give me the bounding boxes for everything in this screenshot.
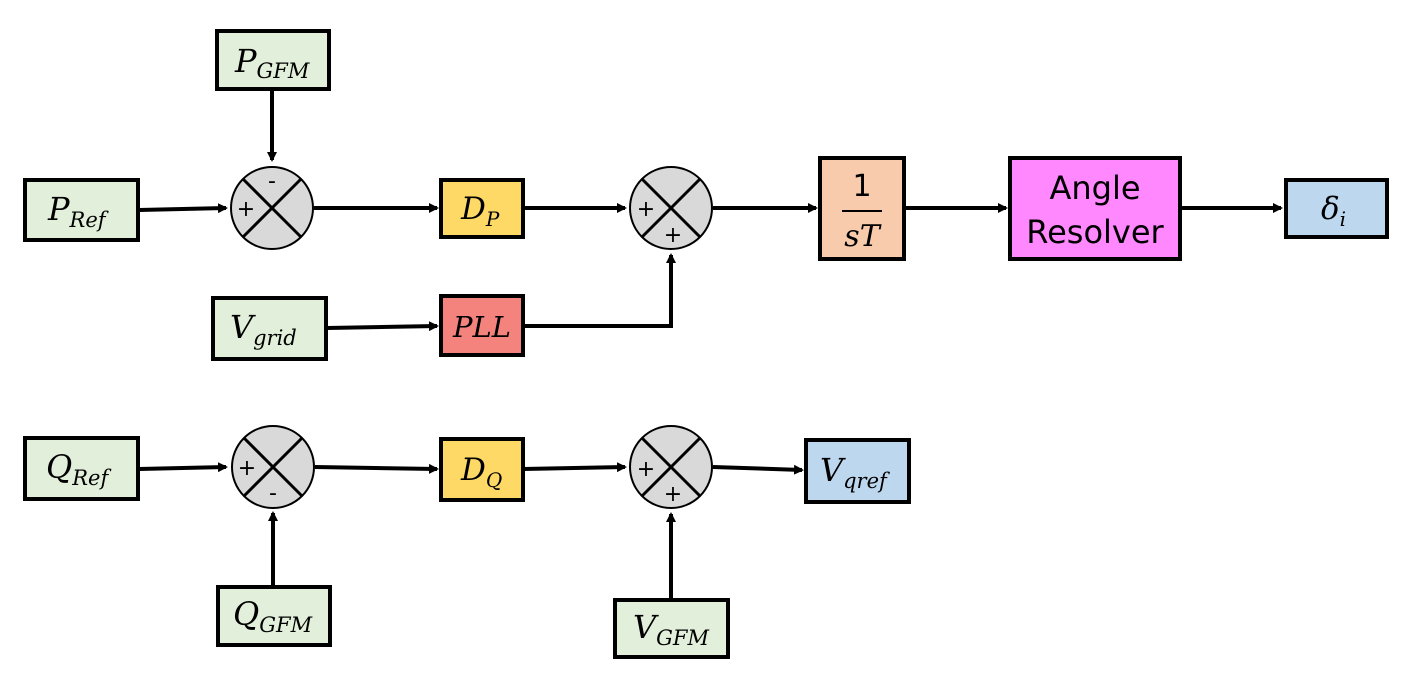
svg-text:DP: DP <box>460 191 500 231</box>
connection-wires <box>138 90 1283 598</box>
integrator-numerator: 1 <box>852 169 871 204</box>
block-v-qref: Vqref <box>804 438 911 504</box>
summer4-plus-bottom: + <box>664 482 682 507</box>
block-q-gfm: QGFM <box>216 585 332 647</box>
svg-text:Angle: Angle <box>1049 169 1140 207</box>
wire-summer3-to-dq <box>314 463 439 474</box>
block-delta-i: δi <box>1284 178 1389 239</box>
block-v-gfm: VGFM <box>613 598 730 659</box>
block-pll: PLL <box>439 294 525 357</box>
block-angle-resolver: Angle Resolver <box>1008 156 1182 261</box>
block-d-p: DP <box>439 178 525 239</box>
block-p-ref: PRef <box>23 178 140 242</box>
summer1-plus-sign: + <box>237 197 255 222</box>
summer2-plus-bottom: + <box>664 223 682 248</box>
block-d-q: DQ <box>439 437 525 502</box>
summing-junction-4: + + <box>629 425 713 509</box>
block-p-gfm: PGFM <box>215 29 331 91</box>
svg-text:Vqref: Vqref <box>820 451 890 493</box>
svg-text:VGFM: VGFM <box>633 608 709 650</box>
summing-junction-2: + + <box>629 166 713 250</box>
summing-junction-3: + - <box>231 425 315 509</box>
svg-text:QGFM: QGFM <box>233 595 313 637</box>
wire-dq-to-summer4 <box>522 462 627 473</box>
summing-junction-1: + - <box>230 166 314 250</box>
summer2-plus-left: + <box>637 197 655 222</box>
block-v-grid: Vgrid <box>211 296 328 361</box>
integrator-denominator: sT <box>844 219 881 254</box>
wire-pref-to-summer1 <box>138 203 228 214</box>
block-integrator: 1 sT <box>818 156 906 261</box>
svg-text:δi: δi <box>1321 191 1346 231</box>
wire-pll-to-summer2 <box>523 253 676 328</box>
summer1-minus-sign: - <box>268 169 276 194</box>
svg-text:QRef: QRef <box>46 448 111 490</box>
svg-text:PRef: PRef <box>47 190 109 232</box>
svg-text:DQ: DQ <box>460 452 502 492</box>
svg-text:PGFM: PGFM <box>234 42 310 83</box>
wire-vgrid-to-pll <box>326 321 439 332</box>
svg-text:Vgrid: Vgrid <box>230 308 297 350</box>
wire-qref-to-summer3 <box>138 462 228 473</box>
svg-text:PLL: PLL <box>452 310 511 344</box>
summer4-plus-left: + <box>637 457 655 482</box>
svg-text:Resolver: Resolver <box>1026 213 1164 251</box>
summer3-plus-sign: + <box>238 456 256 481</box>
wire-summer4-to-vqref <box>712 464 804 475</box>
summer3-minus-sign: - <box>269 481 277 506</box>
block-q-ref: QRef <box>23 436 140 501</box>
